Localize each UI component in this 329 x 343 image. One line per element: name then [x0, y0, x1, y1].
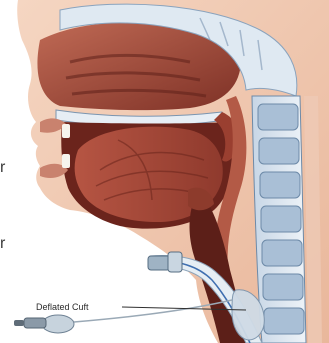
callout-label: Deflated Cuft — [36, 302, 89, 312]
vertebra-c2 — [259, 138, 299, 164]
tube-connector-cap — [168, 252, 182, 272]
upper-teeth — [62, 124, 70, 138]
pilot-valve-tip — [14, 320, 24, 326]
edge-glyph-1: r — [0, 160, 5, 176]
tube-connector — [148, 256, 170, 270]
pilot-valve — [24, 318, 46, 328]
vertebra-c5 — [262, 240, 302, 266]
vertebrae — [258, 104, 304, 334]
vertebra-c3 — [260, 172, 300, 198]
vertebra-c1 — [258, 104, 298, 130]
edge-glyph-2: r — [0, 236, 5, 252]
lower-teeth — [62, 154, 70, 168]
pilot-balloon — [42, 315, 74, 333]
vertebra-c6 — [263, 274, 303, 300]
vertebra-c7 — [264, 308, 304, 334]
vertebra-c4 — [261, 206, 301, 232]
